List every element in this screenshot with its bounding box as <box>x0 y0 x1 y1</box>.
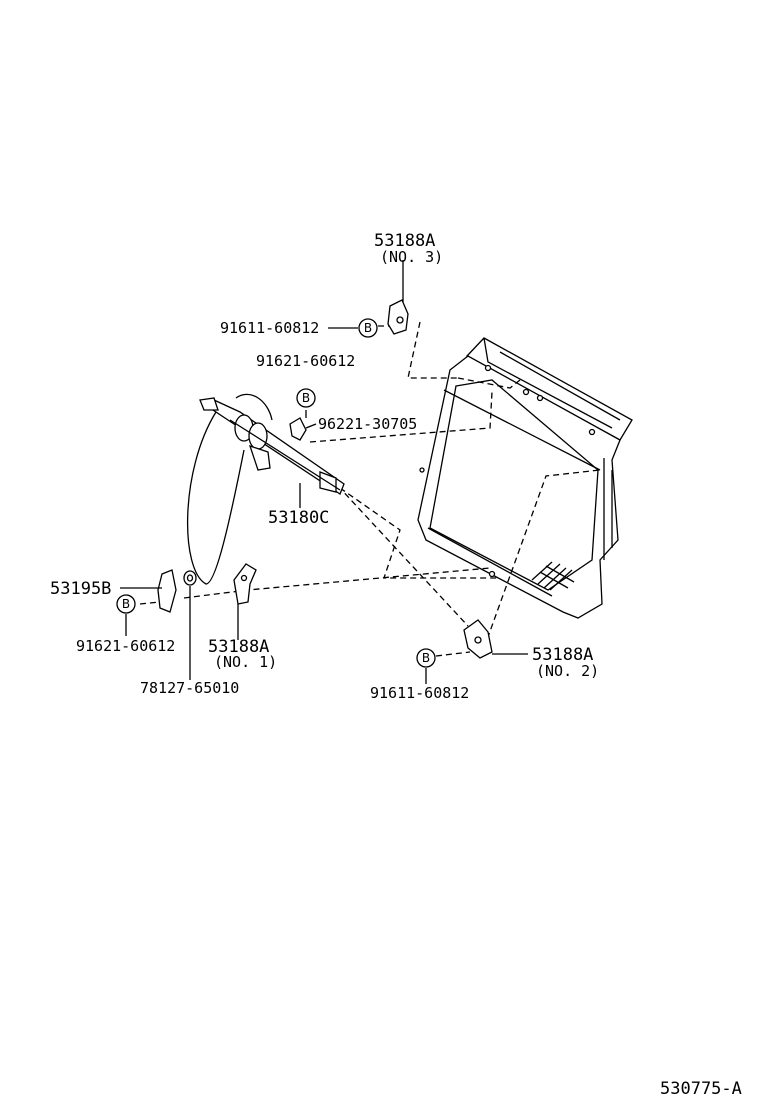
panel-hatching <box>531 561 575 591</box>
bracket-left <box>120 569 177 613</box>
label-53188a-no2: 53188A <box>532 645 593 665</box>
label-bracket-left: 53195B <box>50 579 111 599</box>
marker-b-top: B <box>358 318 378 338</box>
control-rod <box>186 393 345 585</box>
label-no2: (NO. 2) <box>536 662 599 680</box>
label-screw-top: 91621-60612 <box>256 352 355 370</box>
label-bolt-bottom: 91611-60812 <box>370 684 469 702</box>
bracket-no3 <box>387 260 409 335</box>
label-no3: (NO. 3) <box>380 248 443 266</box>
figure-code: 530775-A <box>660 1079 742 1099</box>
svg-text:B: B <box>122 597 130 611</box>
bracket-no1 <box>233 563 257 640</box>
label-screw-left: 91621-60612 <box>76 637 175 655</box>
panel-assembly <box>417 337 633 619</box>
clip-part <box>289 410 317 441</box>
bracket-no2 <box>463 619 528 659</box>
label-bolt-top: 91611-60812 <box>220 319 319 337</box>
label-53188a-no3: 53188A <box>374 231 435 251</box>
label-no1: (NO. 1) <box>214 653 277 671</box>
svg-text:B: B <box>422 651 430 665</box>
svg-text:B: B <box>364 321 372 335</box>
leader-lines <box>125 327 427 684</box>
marker-b-left: B <box>116 594 136 614</box>
svg-text:B: B <box>302 391 310 405</box>
label-grommet: 78127-65010 <box>140 679 239 697</box>
label-rod: 53180C <box>268 508 329 528</box>
label-53188a-no1: 53188A <box>208 637 269 657</box>
grommet-part <box>183 570 197 680</box>
label-clip: 96221-30705 <box>318 415 417 433</box>
marker-b-bottom: B <box>416 648 436 668</box>
marker-b-screw: B <box>296 388 316 408</box>
